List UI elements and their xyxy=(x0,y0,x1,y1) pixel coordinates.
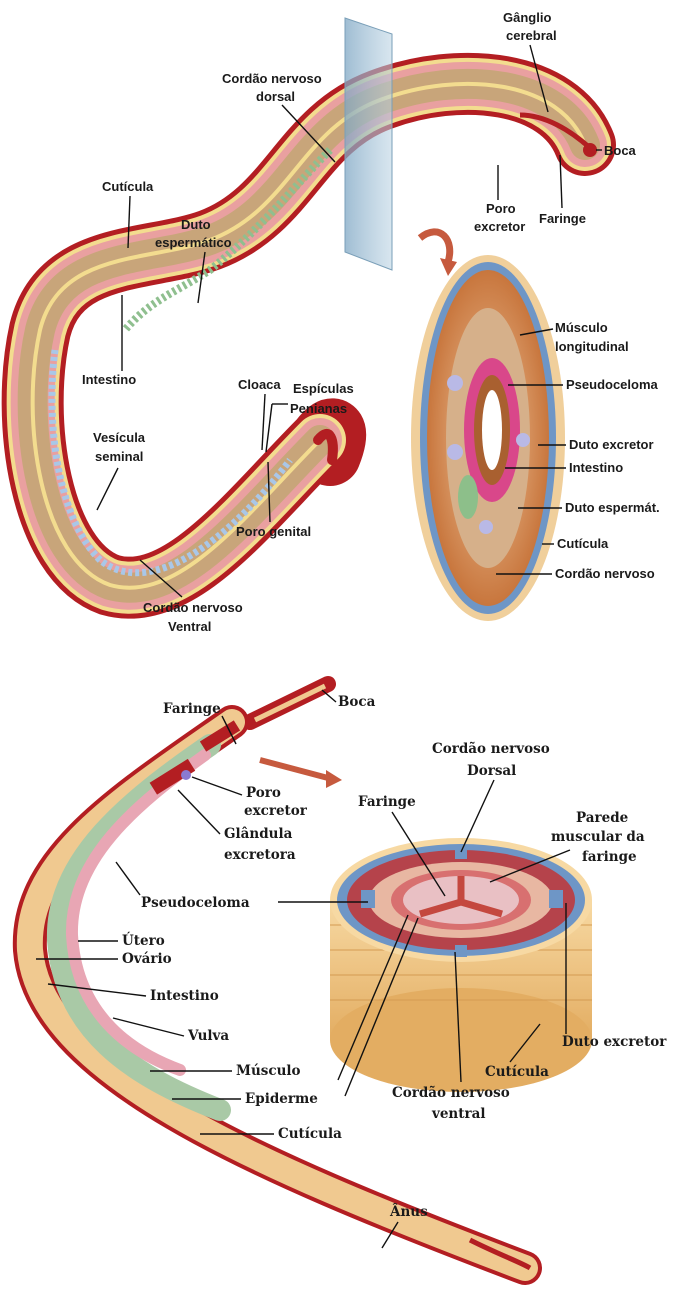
label-faringe: Faringe xyxy=(539,211,586,226)
label-poro-b-2: excretor xyxy=(244,803,308,819)
label-duto-2: espermático xyxy=(155,235,232,250)
label-cordao-dorsal-b-1: Cordão nervoso xyxy=(432,741,550,757)
leader-glandula xyxy=(178,790,220,834)
label-boca-b: Boca xyxy=(338,694,376,710)
label-parede-3: faringe xyxy=(582,849,637,865)
label-cuticula-cs: Cutícula xyxy=(557,536,609,551)
bottom-arrowhead xyxy=(326,770,342,788)
label-pseudoceloma: Pseudoceloma xyxy=(566,377,659,392)
label-cordao-nervoso: Cordão nervoso xyxy=(555,566,655,581)
label-musculo-1: Músculo xyxy=(555,320,608,335)
label-faringe-b: Faringe xyxy=(163,701,221,717)
label-musculo-b: Músculo xyxy=(236,1063,301,1079)
label-parede-2: muscular da xyxy=(551,829,645,845)
leader-cloaca xyxy=(262,394,265,450)
label-utero: Útero xyxy=(122,932,165,949)
section-arrow xyxy=(420,232,450,262)
label-pseudoceloma-b: Pseudoceloma xyxy=(141,895,250,911)
label-musculo-2: longitudinal xyxy=(555,339,629,354)
label-anus: Ânus xyxy=(389,1204,428,1220)
label-vesicula-2: seminal xyxy=(95,449,143,464)
label-ganglio-2: cerebral xyxy=(506,28,557,43)
leader-poro-b xyxy=(192,777,242,795)
male-cross-section xyxy=(411,255,565,621)
label-poro-2: excretor xyxy=(474,219,525,234)
leader-pseudoceloma-b-1 xyxy=(116,862,140,895)
label-vulva: Vulva xyxy=(187,1028,229,1044)
label-faringe-cs: Faringe xyxy=(358,794,416,810)
label-ganglio-1: Gânglio xyxy=(503,10,551,25)
label-cordao-ventral-b-2: ventral xyxy=(431,1106,485,1122)
label-duto-espermat: Duto espermát. xyxy=(565,500,660,515)
label-poro-1: Poro xyxy=(486,201,516,216)
section-plane xyxy=(345,18,392,270)
label-cordao-ventral-1: Cordão nervoso xyxy=(143,600,243,615)
label-cordao-ventral-2: Ventral xyxy=(168,619,211,634)
label-cordao-dorsal-1: Cordão nervoso xyxy=(222,71,322,86)
label-espiculas-1: Espículas xyxy=(293,381,354,396)
label-ovario: Ovário xyxy=(122,951,172,967)
leader-vesicula xyxy=(97,468,118,510)
label-cordao-ventral-b-1: Cordão nervoso xyxy=(392,1085,510,1101)
label-cordao-dorsal-2: dorsal xyxy=(256,89,295,104)
label-cuticula-b: Cutícula xyxy=(278,1126,342,1142)
label-poro-b-1: Poro xyxy=(246,785,281,801)
label-intestino-cs: Intestino xyxy=(569,460,623,475)
label-glandula-1: Glândula xyxy=(224,826,293,842)
label-cordao-dorsal-b-2: Dorsal xyxy=(467,763,516,779)
bottom-arrow xyxy=(260,760,328,778)
pharynx-cross-section xyxy=(330,838,592,1092)
label-cloaca: Cloaca xyxy=(238,377,281,392)
label-intestino-b: Intestino xyxy=(150,988,219,1004)
label-duto-1: Duto xyxy=(181,217,211,232)
label-boca: Boca xyxy=(604,143,637,158)
label-glandula-2: excretora xyxy=(224,847,296,863)
label-epiderme: Epiderme xyxy=(245,1091,318,1107)
label-parede-1: Parede xyxy=(576,810,628,826)
label-cuticula-cs-b: Cutícula xyxy=(485,1064,549,1080)
leader-espiculas-b xyxy=(266,404,272,452)
label-duto-excretor: Duto excretor xyxy=(569,437,654,452)
label-intestino-worm: Intestino xyxy=(82,372,136,387)
label-vesicula-1: Vesícula xyxy=(93,430,146,445)
label-cuticula: Cutícula xyxy=(102,179,154,194)
label-duto-excretor-b: Duto excretor xyxy=(562,1034,667,1050)
label-poro-genital: Poro genital xyxy=(236,524,311,539)
label-espiculas-2: Penianas xyxy=(290,401,347,416)
